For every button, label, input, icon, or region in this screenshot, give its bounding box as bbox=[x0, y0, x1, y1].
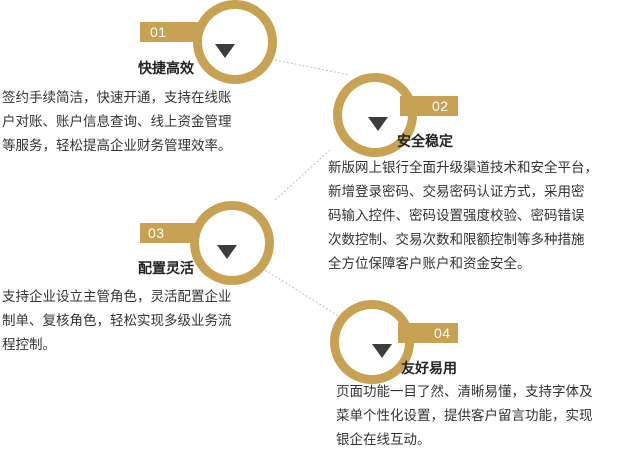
feature-03-number: 03 bbox=[148, 225, 165, 241]
connector-01-02 bbox=[274, 59, 351, 76]
feature-01-title: 快捷高效 bbox=[138, 61, 194, 77]
feature-02-description: 新版网上银行全面升级渠道技术和安全平台， 新增登录密码、交易密码认证方式，采用密… bbox=[328, 160, 598, 272]
feature-02-title: 安全稳定 bbox=[397, 134, 453, 150]
feature-03-description: 支持企业设立主管角色，灵活配置企业 制单、复核角色，轻松实现多级业务流 程控制。 bbox=[2, 289, 232, 353]
feature-01-description: 签约手续简洁，快速开通，支持在线账 户对账、账户信息查询、线上资金管理 等服务，… bbox=[2, 90, 232, 154]
feature-04-number: 04 bbox=[434, 325, 451, 341]
feature-02-number: 02 bbox=[432, 98, 449, 114]
connector-02-03 bbox=[274, 149, 331, 201]
feature-04-description: 页面功能一目了然、清晰易懂，支持字体及 菜单个性化设置，提供客户留言功能，实现 … bbox=[336, 384, 593, 448]
feature-01-number: 01 bbox=[150, 24, 167, 40]
feature-04-title: 友好易用 bbox=[401, 361, 457, 377]
feature-03-title: 配置灵活 bbox=[138, 261, 194, 277]
